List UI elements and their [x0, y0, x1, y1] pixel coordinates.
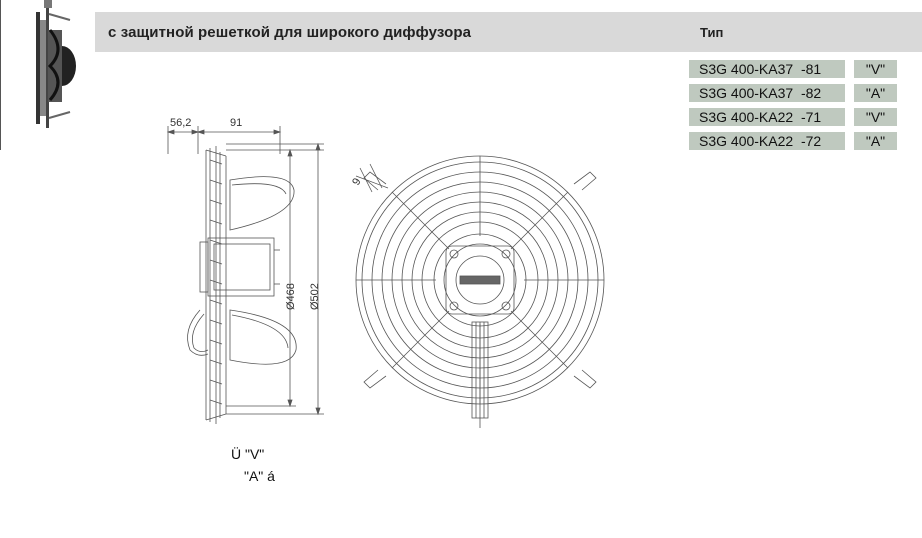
type-code: S3G 400-KA22 -71 — [689, 108, 845, 126]
dim-56-label: 56,2 — [170, 117, 191, 129]
type-code: S3G 400-KA22 -72 — [689, 132, 845, 150]
dim-d468-label: Ø468 — [285, 283, 297, 310]
product-thumbnail — [0, 0, 84, 150]
page-title: с защитной решеткой для широкого диффузо… — [108, 24, 472, 41]
type-variant: "V" — [854, 108, 897, 126]
note-line-1: Ü "V" — [231, 446, 265, 462]
technical-drawing: 56,2 91 Ø468 Ø502 9 — [160, 110, 640, 445]
dim-9-label: 9 — [350, 176, 363, 187]
header-bar — [95, 12, 922, 52]
dim-91-label: 91 — [230, 117, 242, 129]
type-code: S3G 400-KA37 -82 — [689, 84, 845, 102]
type-column-label: Тип — [700, 25, 724, 40]
note-line-2: "A" á — [244, 468, 275, 484]
dim-d502-label: Ø502 — [309, 283, 321, 310]
type-variant: "V" — [854, 60, 897, 78]
type-variant: "A" — [854, 84, 897, 102]
type-variant: "A" — [854, 132, 897, 150]
type-code: S3G 400-KA37 -81 — [689, 60, 845, 78]
